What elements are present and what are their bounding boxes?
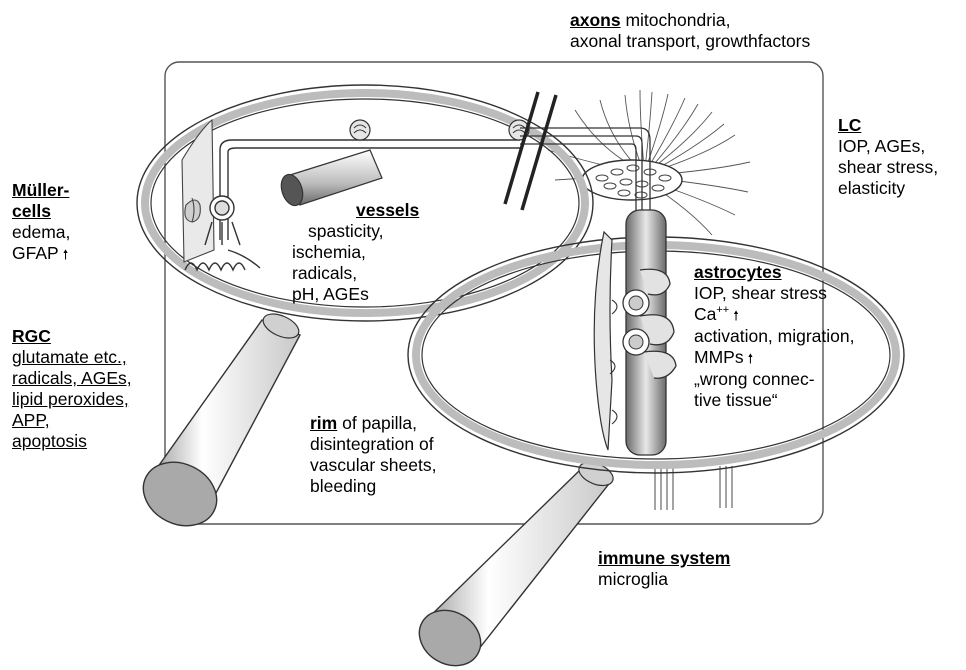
label-rgc-line-1: glutamate etc., [12, 347, 132, 368]
label-immune-line-1: microglia [598, 569, 730, 590]
label-vessels-line-1: spasticity, [292, 221, 419, 242]
label-rgc-line-5: apoptosis [12, 431, 132, 452]
label-astrocytes-ca: Ca [694, 304, 716, 324]
label-axons-line-2: axonal transport, growthfactors [570, 31, 810, 52]
astrocyte-drawing [594, 210, 676, 455]
label-lc-line-1: IOP, AGEs, [838, 136, 938, 157]
label-astrocytes-title: astrocytes [694, 262, 855, 283]
up-arrow-icon: 🠕 [748, 351, 754, 366]
label-immune-title: immune system [598, 548, 730, 569]
axon-node-1 [350, 120, 370, 140]
label-rim-line-3: vascular sheets, [310, 455, 436, 476]
label-rgc: RGC glutamate etc., radicals, AGEs, lipi… [12, 326, 132, 452]
label-rim-title: rim [310, 413, 337, 433]
label-vessels-line-3: radicals, [292, 263, 419, 284]
label-rgc-line-4: APP, [12, 410, 132, 431]
label-muller-line-2: GFAP [12, 243, 59, 263]
label-astrocytes: astrocytes IOP, shear stress Ca++ 🠕 activ… [694, 262, 855, 411]
label-axons-line-1: mitochondria, [625, 10, 730, 30]
up-arrow-icon: 🠕 [733, 308, 739, 323]
label-lc-title: LC [838, 115, 938, 136]
label-rgc-title: RGC [12, 326, 132, 347]
label-rim-line-4: bleeding [310, 476, 436, 497]
lamina-cribrosa [582, 160, 682, 200]
label-muller-line-1: edema, [12, 222, 70, 243]
label-rim: rim of papilla, disintegration of vascul… [310, 413, 436, 497]
label-lc-line-2: shear stress, [838, 157, 938, 178]
label-immune-system: immune system microglia [598, 548, 730, 590]
label-rim-line-2: disintegration of [310, 434, 436, 455]
label-rgc-line-2: radicals, AGEs, [12, 368, 132, 389]
label-muller-title-2: cells [12, 201, 70, 222]
label-astrocytes-line-4: MMPs [694, 347, 744, 367]
up-arrow-icon: 🠕 [63, 247, 69, 262]
label-astrocytes-line-3: activation, migration, [694, 326, 855, 347]
label-astrocytes-line-5: „wrong connec- [694, 369, 855, 390]
label-rgc-line-3: lipid peroxides, [12, 389, 132, 410]
label-astrocytes-line-1: IOP, shear stress [694, 283, 855, 304]
label-axons-title: axons [570, 10, 621, 30]
label-astrocytes-ca-sup: ++ [716, 304, 729, 316]
label-vessels-line-4: pH, AGEs [292, 284, 419, 305]
label-axons: axons mitochondria, axonal transport, gr… [570, 10, 810, 52]
label-rim-line-1: of papilla, [342, 413, 417, 433]
label-vessels: vessels spasticity, ischemia, radicals, … [292, 200, 419, 305]
label-lc: LC IOP, AGEs, shear stress, elasticity [838, 115, 938, 199]
label-muller-cells: Müller- cells edema, GFAP 🠕 [12, 180, 70, 265]
label-vessels-line-2: ischemia, [292, 242, 419, 263]
label-lc-line-3: elasticity [838, 178, 938, 199]
label-vessels-title: vessels [292, 200, 419, 221]
label-muller-title-1: Müller- [12, 180, 70, 201]
label-astrocytes-line-6: tive tissue“ [694, 390, 855, 411]
